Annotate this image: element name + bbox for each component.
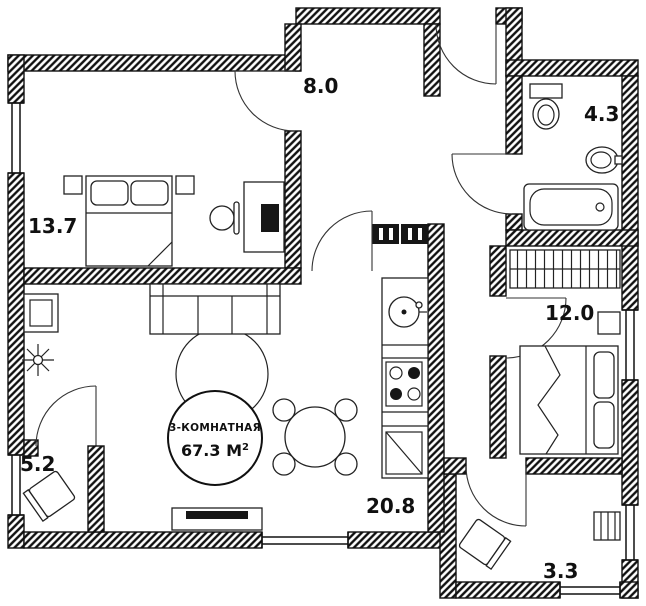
bedside-shelf bbox=[597, 311, 621, 335]
door-arc bbox=[505, 297, 567, 359]
wall-segment bbox=[284, 23, 302, 72]
room-area-label: 3.3 bbox=[543, 559, 578, 583]
washbasin-icon bbox=[585, 146, 623, 174]
plan-area-label: 67.3 М2 bbox=[181, 441, 249, 460]
desk-chair bbox=[209, 201, 240, 235]
wall-segment bbox=[525, 457, 623, 475]
wall-segment bbox=[284, 130, 302, 269]
side-table bbox=[593, 511, 621, 541]
wall-segment bbox=[443, 457, 467, 475]
wall-segment bbox=[621, 75, 639, 311]
tv-cabinet bbox=[23, 293, 59, 333]
armchair bbox=[22, 470, 76, 523]
room-area-label: 8.0 bbox=[303, 74, 338, 98]
dining-chair bbox=[334, 398, 358, 422]
window bbox=[261, 532, 349, 548]
door-arc bbox=[451, 153, 513, 215]
window bbox=[8, 454, 24, 516]
kitchen-counter bbox=[381, 277, 429, 479]
fridge-icon bbox=[385, 431, 423, 475]
wall-segment bbox=[621, 379, 639, 506]
room-area-label: 20.8 bbox=[366, 494, 415, 518]
room-kitchen-living: 20.8 bbox=[22, 277, 429, 531]
wall-segment bbox=[619, 581, 639, 599]
room-bedroom-1: 13.7 bbox=[28, 175, 285, 267]
door-arc bbox=[465, 465, 527, 527]
wall-segment bbox=[505, 59, 639, 77]
badge-circle bbox=[167, 390, 263, 486]
room-area-label: 4.3 bbox=[584, 102, 619, 126]
toilet-icon bbox=[529, 83, 563, 130]
wall-segment bbox=[347, 531, 453, 549]
nightstand bbox=[63, 175, 83, 195]
door-arc bbox=[35, 385, 97, 447]
window bbox=[622, 309, 638, 381]
window bbox=[559, 582, 621, 598]
wall-segment bbox=[23, 439, 39, 457]
wall-segment bbox=[7, 54, 301, 72]
dining-chair bbox=[334, 452, 358, 476]
wall-segment bbox=[23, 531, 263, 549]
sink-icon bbox=[388, 296, 427, 328]
wardrobe bbox=[509, 249, 621, 289]
room-area-label: 5.2 bbox=[20, 452, 55, 476]
walls bbox=[7, 7, 639, 599]
vent-shaft bbox=[372, 224, 399, 244]
sofa bbox=[149, 283, 281, 335]
double-bed bbox=[519, 345, 619, 455]
plant-icon bbox=[22, 344, 54, 376]
doors bbox=[35, 23, 567, 533]
wall-segment bbox=[295, 7, 441, 25]
wall-segment bbox=[505, 229, 639, 247]
door-arc bbox=[234, 70, 296, 132]
wall-segment bbox=[427, 223, 445, 533]
bathtub-icon bbox=[523, 183, 619, 231]
wall-segment bbox=[23, 267, 302, 285]
wall-segment bbox=[505, 75, 523, 155]
door-arc bbox=[311, 210, 373, 272]
wall-segment bbox=[7, 172, 25, 456]
room-hallway: 8.0 bbox=[303, 74, 338, 98]
room-balcony: 3.3 bbox=[458, 511, 621, 583]
stove-icon bbox=[385, 361, 423, 407]
dining-chair bbox=[272, 398, 296, 422]
nightstand bbox=[175, 175, 195, 195]
wall-segment bbox=[455, 581, 561, 599]
wall-segment bbox=[87, 445, 105, 533]
desk bbox=[243, 181, 285, 253]
room-area-label: 13.7 bbox=[28, 214, 77, 238]
room-bedroom-2: 12.0 bbox=[509, 249, 621, 455]
door-arc bbox=[435, 23, 497, 85]
wall-segment bbox=[489, 245, 507, 297]
vent-shaft bbox=[401, 224, 428, 244]
wall-segment bbox=[7, 514, 25, 549]
window bbox=[8, 102, 24, 174]
tv-console bbox=[171, 507, 263, 531]
plan-badge: 3-КОМНАТНАЯ 67.3 М2 bbox=[167, 390, 263, 486]
wall-segment bbox=[505, 213, 523, 231]
window bbox=[622, 504, 638, 561]
room-bathroom: 4.3 bbox=[523, 83, 623, 231]
wall-segment bbox=[423, 23, 441, 97]
double-bed bbox=[85, 175, 173, 267]
plan-type-label: 3-КОМНАТНАЯ bbox=[169, 422, 261, 434]
windows bbox=[8, 102, 638, 598]
room-area-label: 12.0 bbox=[545, 301, 594, 325]
room-loggia: 5.2 bbox=[20, 452, 76, 523]
armchair bbox=[458, 518, 512, 571]
dining-chair bbox=[272, 452, 296, 476]
wall-segment bbox=[489, 355, 507, 459]
wall-segment bbox=[7, 54, 25, 104]
dining-table bbox=[272, 398, 358, 476]
